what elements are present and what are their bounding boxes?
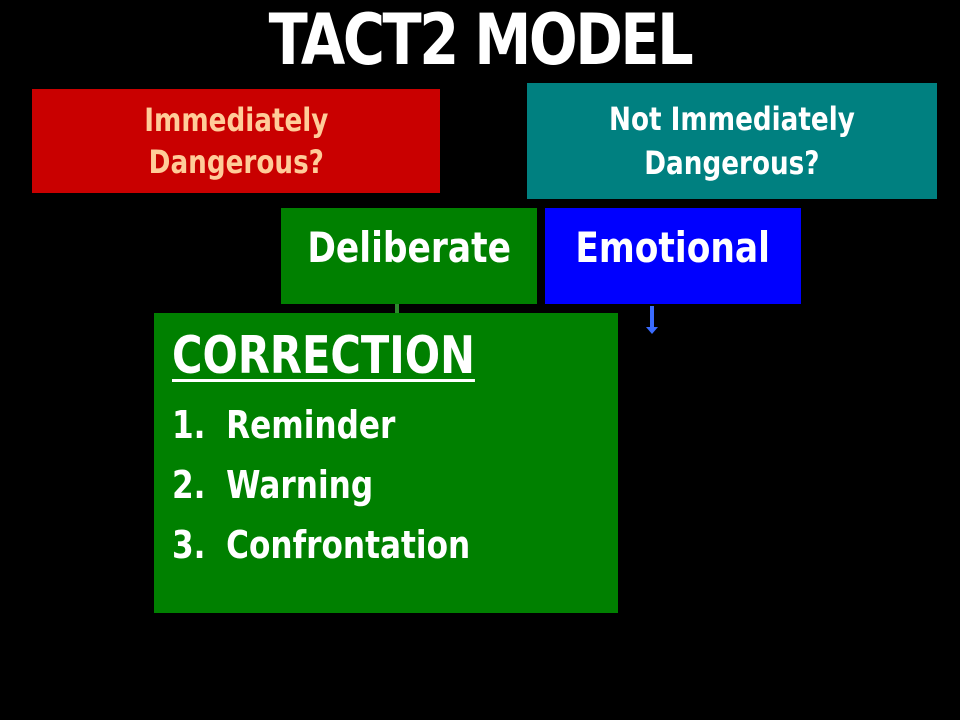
correction-step: 1. Reminder bbox=[172, 395, 470, 455]
correction-heading: CORRECTION bbox=[172, 326, 475, 386]
correction-box: CORRECTION 1. Reminder 2. Warning 3. Con… bbox=[154, 313, 618, 613]
step-number: 2. bbox=[172, 463, 206, 507]
slide-title: TACT2 MODEL bbox=[268, 0, 694, 81]
step-number: 3. bbox=[172, 523, 206, 567]
step-label: Reminder bbox=[226, 403, 396, 447]
step-label: Confrontation bbox=[226, 523, 471, 567]
immediately-dangerous-line2: Dangerous? bbox=[148, 143, 324, 181]
step-label: Warning bbox=[226, 463, 374, 507]
not-immediately-dangerous-line1: Not Immediately bbox=[609, 100, 855, 138]
step-number: 1. bbox=[172, 403, 206, 447]
deliberate-box: Deliberate bbox=[281, 208, 537, 304]
immediately-dangerous-box: Immediately Dangerous? bbox=[32, 89, 440, 193]
deliberate-connector-line bbox=[395, 304, 399, 314]
correction-steps: 1. Reminder 2. Warning 3. Confrontation bbox=[172, 395, 470, 575]
emotional-down-arrow-icon bbox=[646, 306, 658, 334]
immediately-dangerous-line1: Immediately bbox=[143, 101, 329, 139]
correction-step: 2. Warning bbox=[172, 455, 470, 515]
emotional-box: Emotional bbox=[545, 208, 801, 304]
deliberate-label: Deliberate bbox=[307, 222, 511, 272]
not-immediately-dangerous-box: Not Immediately Dangerous? bbox=[527, 83, 937, 199]
not-immediately-dangerous-line2: Dangerous? bbox=[644, 144, 820, 182]
emotional-label: Emotional bbox=[575, 222, 771, 272]
correction-step: 3. Confrontation bbox=[172, 515, 470, 575]
